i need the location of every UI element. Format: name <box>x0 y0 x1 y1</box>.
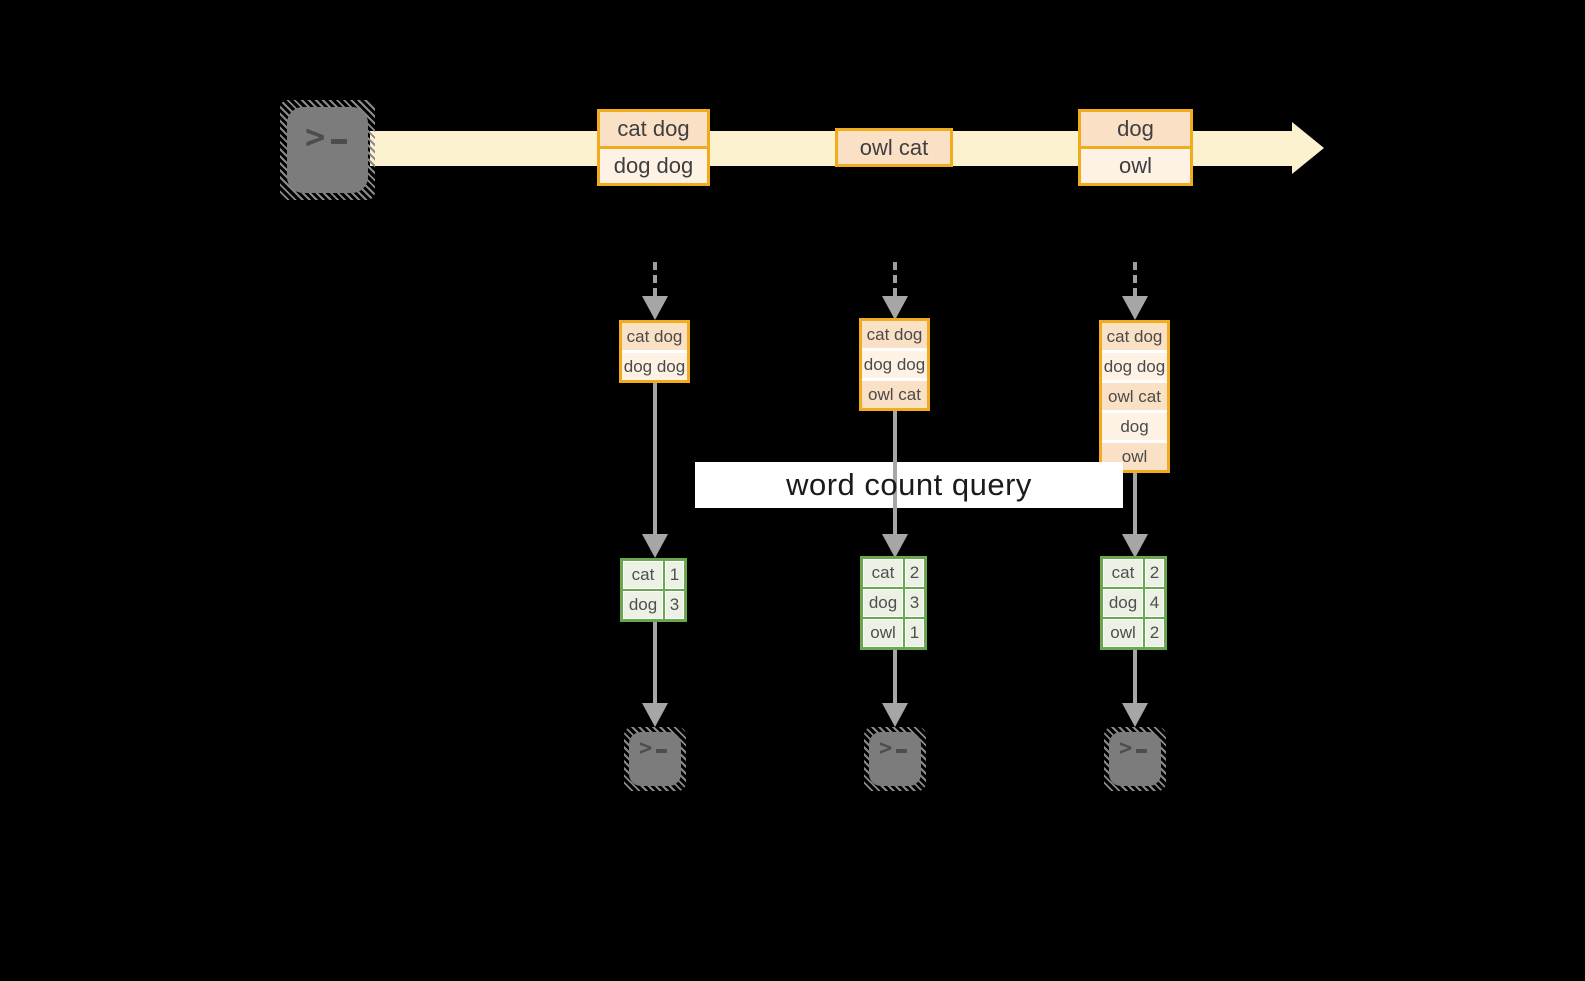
down-arrow-icon <box>882 534 908 558</box>
connector-line <box>1133 650 1137 704</box>
count-cell-word: owl <box>863 619 903 647</box>
buffer-stack-3: cat dog dog dog owl cat dog owl <box>1099 320 1170 473</box>
terminal-prompt-icon: > <box>879 736 907 761</box>
terminal-screen: > <box>869 732 921 786</box>
batch-row: dog <box>1081 112 1190 146</box>
sink-terminal-icon: > <box>624 727 686 791</box>
buffer-row: owl cat <box>1102 383 1167 410</box>
sink-terminal-icon: > <box>864 727 926 791</box>
down-arrow-icon <box>1122 703 1148 727</box>
buffer-row: cat dog <box>862 321 927 348</box>
buffer-row: cat dog <box>622 323 687 350</box>
query-label-text: word count query <box>786 467 1032 502</box>
count-cell-word: cat <box>863 559 903 587</box>
terminal-screen: > <box>629 732 681 786</box>
source-terminal-icon: > <box>280 100 375 200</box>
terminal-prompt-icon: > <box>1119 736 1147 761</box>
count-cell-value: 2 <box>905 559 924 587</box>
connector-line <box>893 411 897 536</box>
connector-line <box>653 622 657 704</box>
batch-row: owl <box>1081 146 1190 183</box>
down-arrow-icon <box>642 534 668 558</box>
count-cell-word: dog <box>623 591 663 619</box>
batch-row: cat dog <box>600 112 707 146</box>
query-label <box>695 462 1123 508</box>
count-cell-value: 3 <box>665 591 684 619</box>
ingest-arrow-line <box>1133 262 1137 296</box>
buffer-row: dog <box>1102 413 1167 440</box>
buffer-row: dog dog <box>1102 353 1167 380</box>
ingest-arrow-line <box>653 262 657 296</box>
buffer-stack-2: cat dog dog dog owl cat <box>859 318 930 411</box>
stream-arrowhead-icon <box>1292 122 1324 174</box>
down-arrow-icon <box>642 703 668 727</box>
connector-line <box>893 650 897 704</box>
stream-batch-2: owl cat <box>835 128 953 167</box>
terminal-prompt-icon: > <box>305 117 347 157</box>
down-arrow-icon <box>1122 296 1148 320</box>
count-cell-word: cat <box>1103 559 1143 587</box>
down-arrow-icon <box>882 703 908 727</box>
count-table-2: cat 2 dog 3 owl 1 <box>860 556 927 650</box>
count-cell-value: 2 <box>1145 559 1164 587</box>
buffer-row: owl cat <box>862 381 927 408</box>
buffer-row: cat dog <box>1102 323 1167 350</box>
count-cell-word: dog <box>1103 589 1143 617</box>
buffer-row: dog dog <box>862 351 927 378</box>
down-arrow-icon <box>642 296 668 320</box>
ingest-arrow-line <box>893 262 897 296</box>
buffer-stack-1: cat dog dog dog <box>619 320 690 383</box>
count-cell-value: 4 <box>1145 589 1164 617</box>
count-cell-value: 3 <box>905 589 924 617</box>
sink-terminal-icon: > <box>1104 727 1166 791</box>
count-cell-word: cat <box>623 561 663 589</box>
batch-row: owl cat <box>838 131 950 164</box>
count-table-3: cat 2 dog 4 owl 2 <box>1100 556 1167 650</box>
stream-batch-1: cat dog dog dog <box>597 109 710 186</box>
terminal-screen: > <box>1109 732 1161 786</box>
count-cell-word: dog <box>863 589 903 617</box>
down-arrow-icon <box>882 296 908 320</box>
buffer-row: dog dog <box>622 353 687 380</box>
connector-line <box>653 383 657 536</box>
stream-batch-3: dog owl <box>1078 109 1193 186</box>
count-cell-value: 1 <box>905 619 924 647</box>
count-cell-value: 2 <box>1145 619 1164 647</box>
terminal-prompt-icon: > <box>639 736 667 761</box>
count-cell-word: owl <box>1103 619 1143 647</box>
count-table-1: cat 1 dog 3 <box>620 558 687 622</box>
connector-line <box>1133 473 1137 536</box>
down-arrow-icon <box>1122 534 1148 558</box>
batch-row: dog dog <box>600 146 707 183</box>
terminal-screen: > <box>287 107 368 193</box>
count-cell-value: 1 <box>665 561 684 589</box>
